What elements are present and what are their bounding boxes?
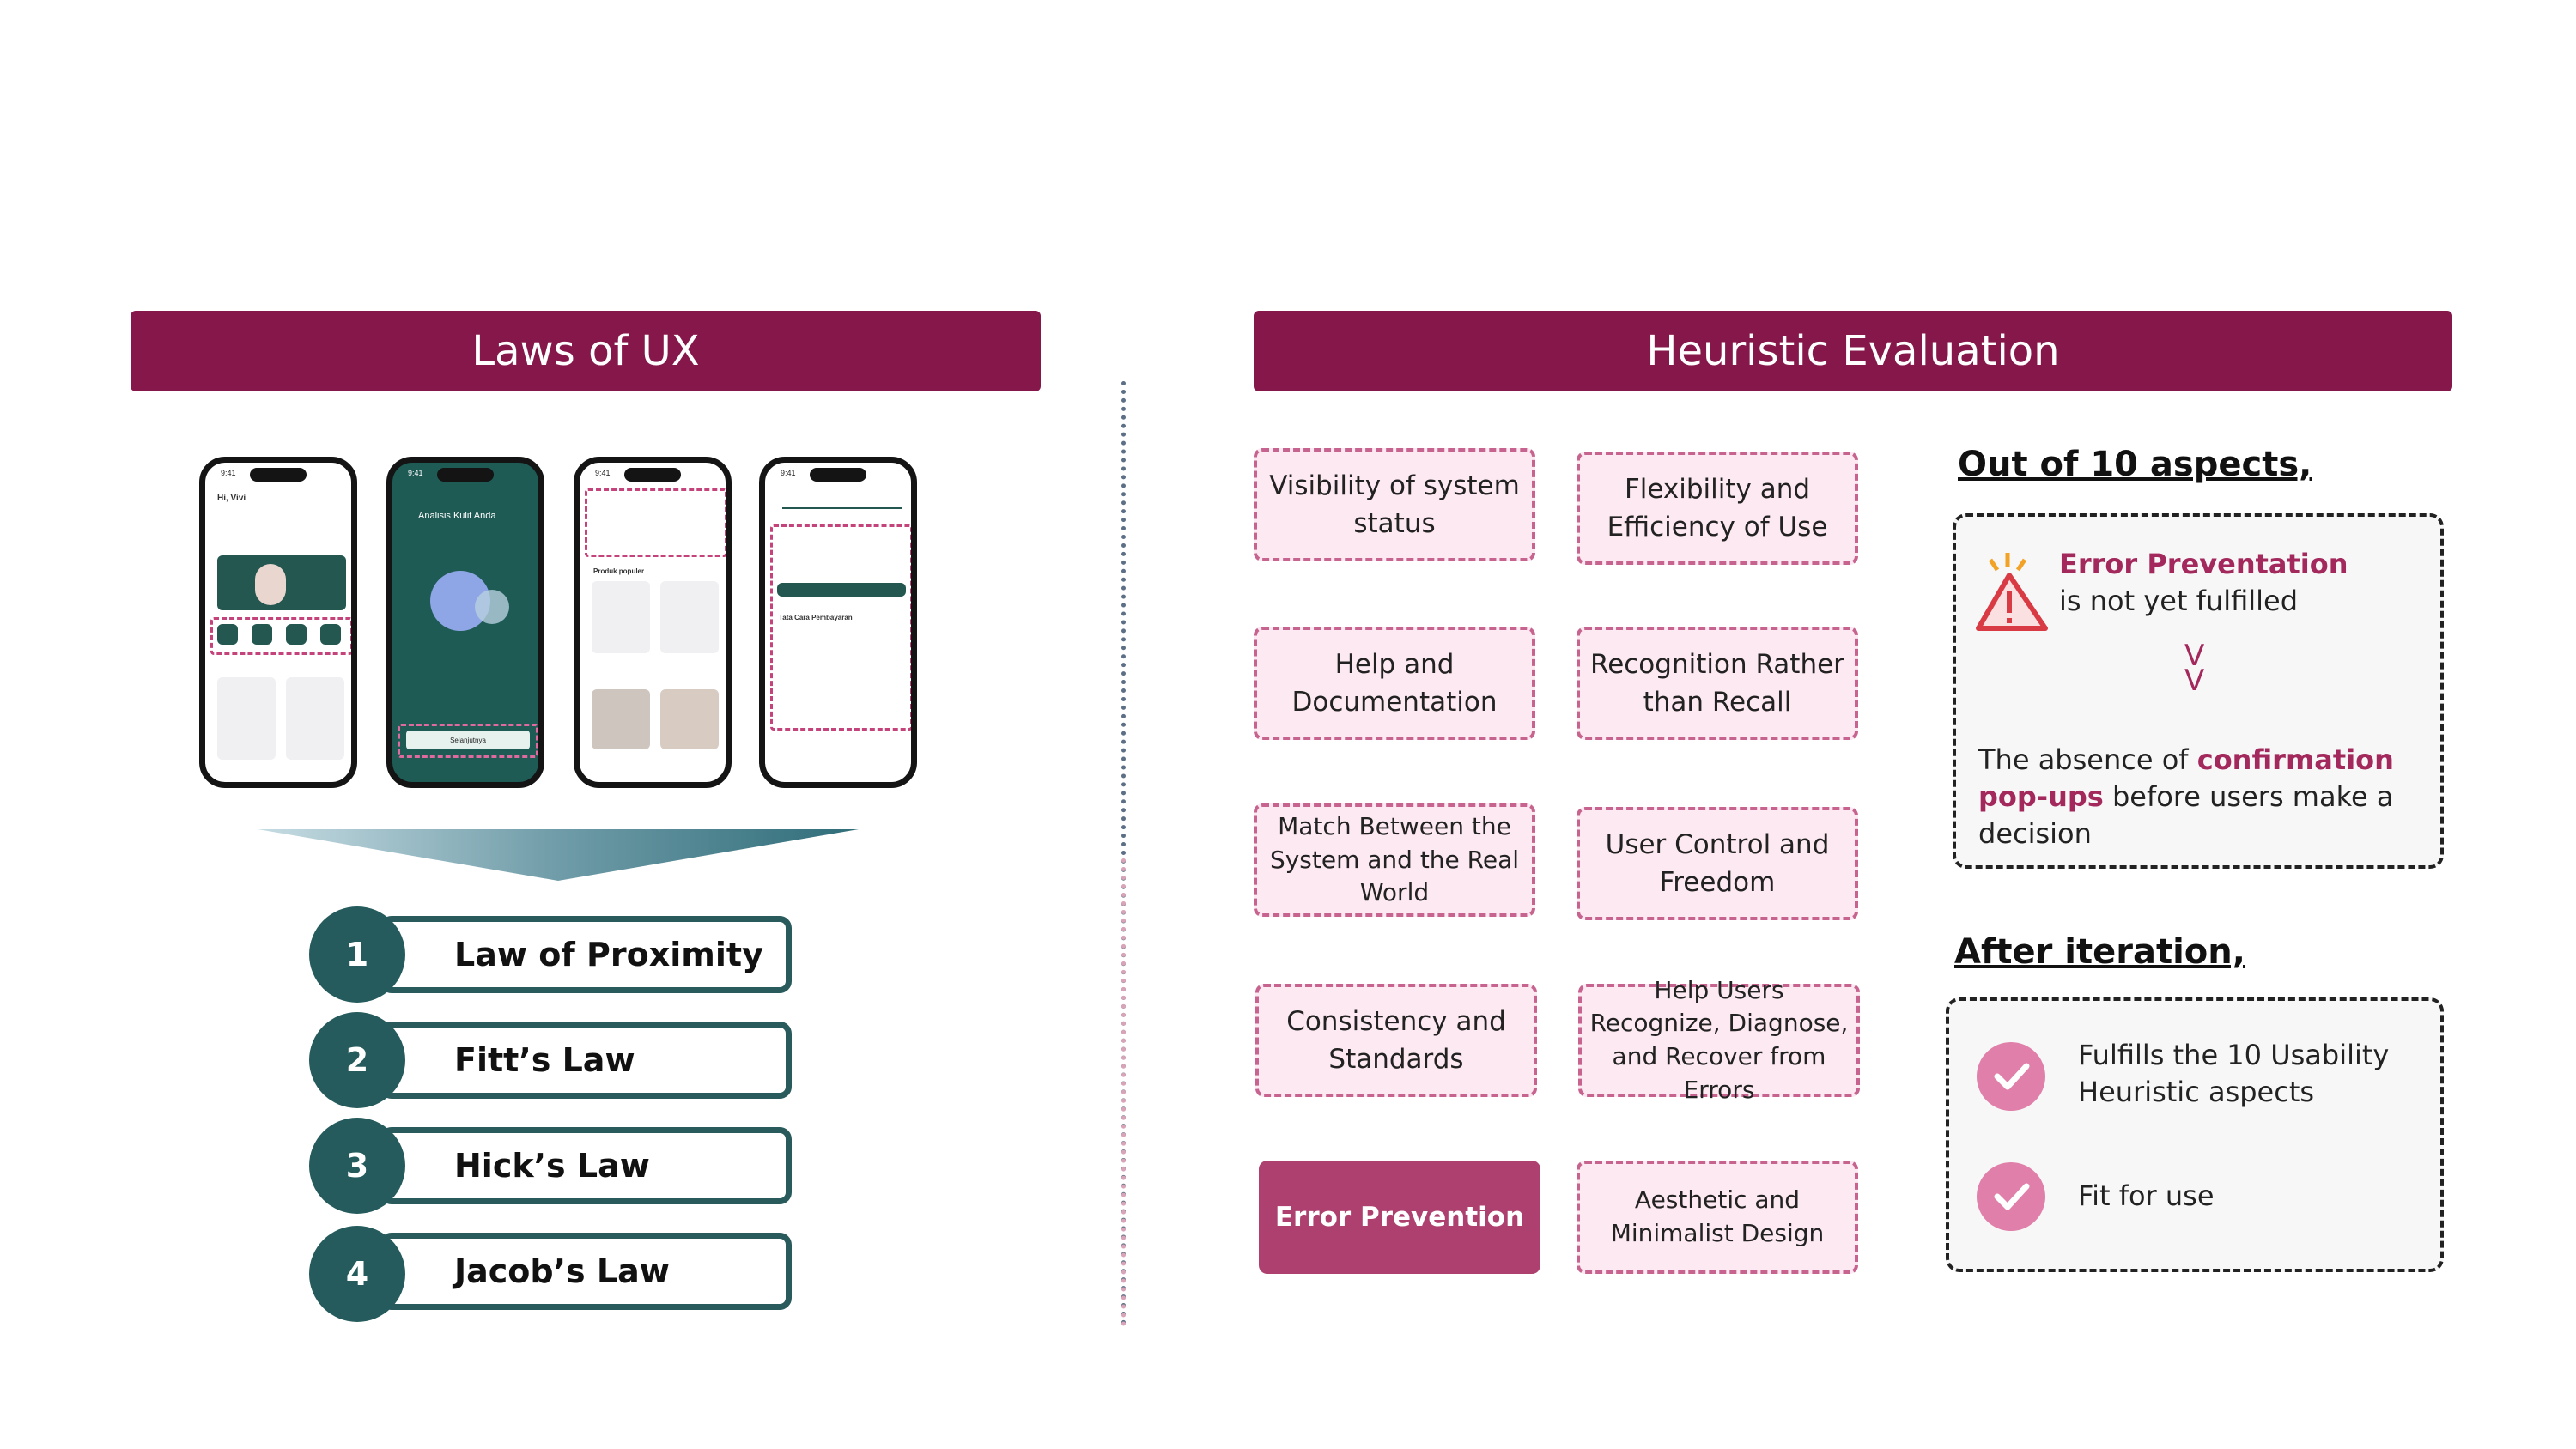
phone-time: 9:41	[408, 469, 423, 477]
heuristic-consistency: Consistency and Standards	[1255, 984, 1537, 1097]
after-iteration-card: Fulfills the 10 Usability Heuristic aspe…	[1946, 997, 2444, 1272]
law-item-fitts: Fitt’s Law	[380, 1022, 792, 1099]
heuristic-error-prevention: Error Prevention	[1259, 1161, 1540, 1274]
check-icon	[1977, 1042, 2045, 1111]
result-usability-heuristics: Fulfills the 10 Usability Heuristic aspe…	[2078, 1039, 2390, 1109]
law-item-jacobs: Jacob’s Law	[380, 1233, 792, 1310]
result-fit-for-use: Fit for use	[2078, 1179, 2215, 1212]
phone-product-list-screen: 9:41 Produk populer	[574, 457, 732, 788]
law-number-badge: 4	[309, 1226, 405, 1322]
product-card	[286, 677, 344, 760]
hicks-highlight	[585, 488, 726, 557]
law-label: Law of Proximity	[454, 936, 763, 973]
phone-notch	[437, 468, 494, 482]
skincare-bubble-image	[475, 590, 509, 624]
heuristic-aesthetic: Aesthetic and Minimalist Design	[1577, 1161, 1858, 1274]
fitts-highlight	[398, 724, 538, 758]
heuristic-match-real-world: Match Between the System and the Real Wo…	[1254, 803, 1535, 917]
heuristic-error-recovery: Help Users Recognize, Diagnose, and Reco…	[1578, 976, 1860, 1104]
after-iteration-title: After iteration,	[1954, 932, 2245, 972]
phone-time: 9:41	[221, 469, 236, 477]
category-icon	[217, 624, 238, 645]
phone-notch	[624, 468, 681, 482]
heuristic-flexibility: Flexibility and Efficiency of Use	[1577, 452, 1858, 565]
law-label: Hick’s Law	[454, 1147, 650, 1185]
warning-icon	[1976, 553, 2048, 631]
law-label: Jacob’s Law	[454, 1252, 670, 1290]
heuristic-evaluation-title: Heuristic Evaluation	[1646, 327, 2060, 375]
laws-of-ux-title: Laws of UX	[471, 327, 700, 375]
proximity-highlight	[210, 617, 351, 655]
law-label: Fitt’s Law	[454, 1041, 635, 1079]
progress-stepper	[782, 507, 902, 509]
product-card	[592, 689, 650, 749]
product-card	[592, 581, 650, 653]
absence-highlight-popups: pop-ups	[1978, 780, 2104, 814]
law-number-badge: 3	[309, 1118, 405, 1214]
category-icon	[286, 624, 307, 645]
absence-prefix: The absence of	[1978, 743, 2197, 776]
down-arrow-icon: V V	[2184, 639, 2205, 698]
absence-suffix: before users make a decision	[1978, 780, 2394, 851]
laws-of-ux-banner: Laws of UX	[131, 311, 1041, 391]
law-item-proximity: Law of Proximity	[380, 916, 792, 993]
jacobs-highlight	[770, 524, 911, 731]
absence-highlight-confirmation: confirmation	[2196, 743, 2394, 776]
product-card	[660, 581, 719, 653]
popular-products-label: Produk populer	[593, 567, 645, 575]
category-icon	[320, 624, 341, 645]
absence-description: The absence of confirmation pop-ups befo…	[1978, 742, 2425, 853]
heuristic-user-control: User Control and Freedom	[1577, 807, 1858, 920]
vertical-divider-lower	[1121, 858, 1126, 1326]
heuristic-help-documentation: Help and Documentation	[1254, 627, 1535, 740]
product-card	[217, 677, 276, 760]
issue-name: Error Preventation	[2059, 548, 2348, 580]
heuristic-visibility: Visibility of system status	[1254, 448, 1535, 561]
phone-checkout-screen: 9:41 Tata Cara Pembayaran	[759, 457, 917, 788]
phone-notch	[250, 468, 307, 482]
phone-time: 9:41	[781, 469, 796, 477]
phone-home-screen: 9:41 Hi, Vivi	[199, 457, 357, 788]
check-icon	[1977, 1162, 2045, 1231]
law-number-badge: 1	[309, 906, 405, 1003]
phone-time: 9:41	[595, 469, 611, 477]
law-number-badge: 2	[309, 1012, 405, 1108]
law-item-hicks: Hick’s Law	[380, 1127, 792, 1204]
promo-model-image	[255, 564, 286, 605]
payment-instructions-label: Tata Cara Pembayaran	[779, 614, 853, 621]
skin-analysis-title: Analisis Kulit Anda	[418, 511, 496, 521]
category-icon	[252, 624, 272, 645]
phone-greeting: Hi, Vivi	[217, 494, 246, 503]
vertical-divider	[1121, 381, 1126, 1325]
heuristic-recognition: Recognition Rather than Recall	[1577, 627, 1858, 740]
phone-skin-analysis-screen: 9:41 Analisis Kulit Anda Selanjutnya	[386, 457, 544, 788]
funnel-arrow	[258, 829, 859, 881]
heuristic-evaluation-banner: Heuristic Evaluation	[1254, 311, 2452, 391]
findings-card: Error Preventation is not yet fulfilled …	[1953, 513, 2444, 869]
copy-button	[777, 583, 906, 597]
issue-status: is not yet fulfilled	[2059, 585, 2299, 618]
phone-notch	[810, 468, 866, 482]
product-card	[660, 689, 719, 749]
next-button[interactable]: Selanjutnya	[406, 731, 530, 749]
findings-title: Out of 10 aspects,	[1958, 445, 2312, 484]
